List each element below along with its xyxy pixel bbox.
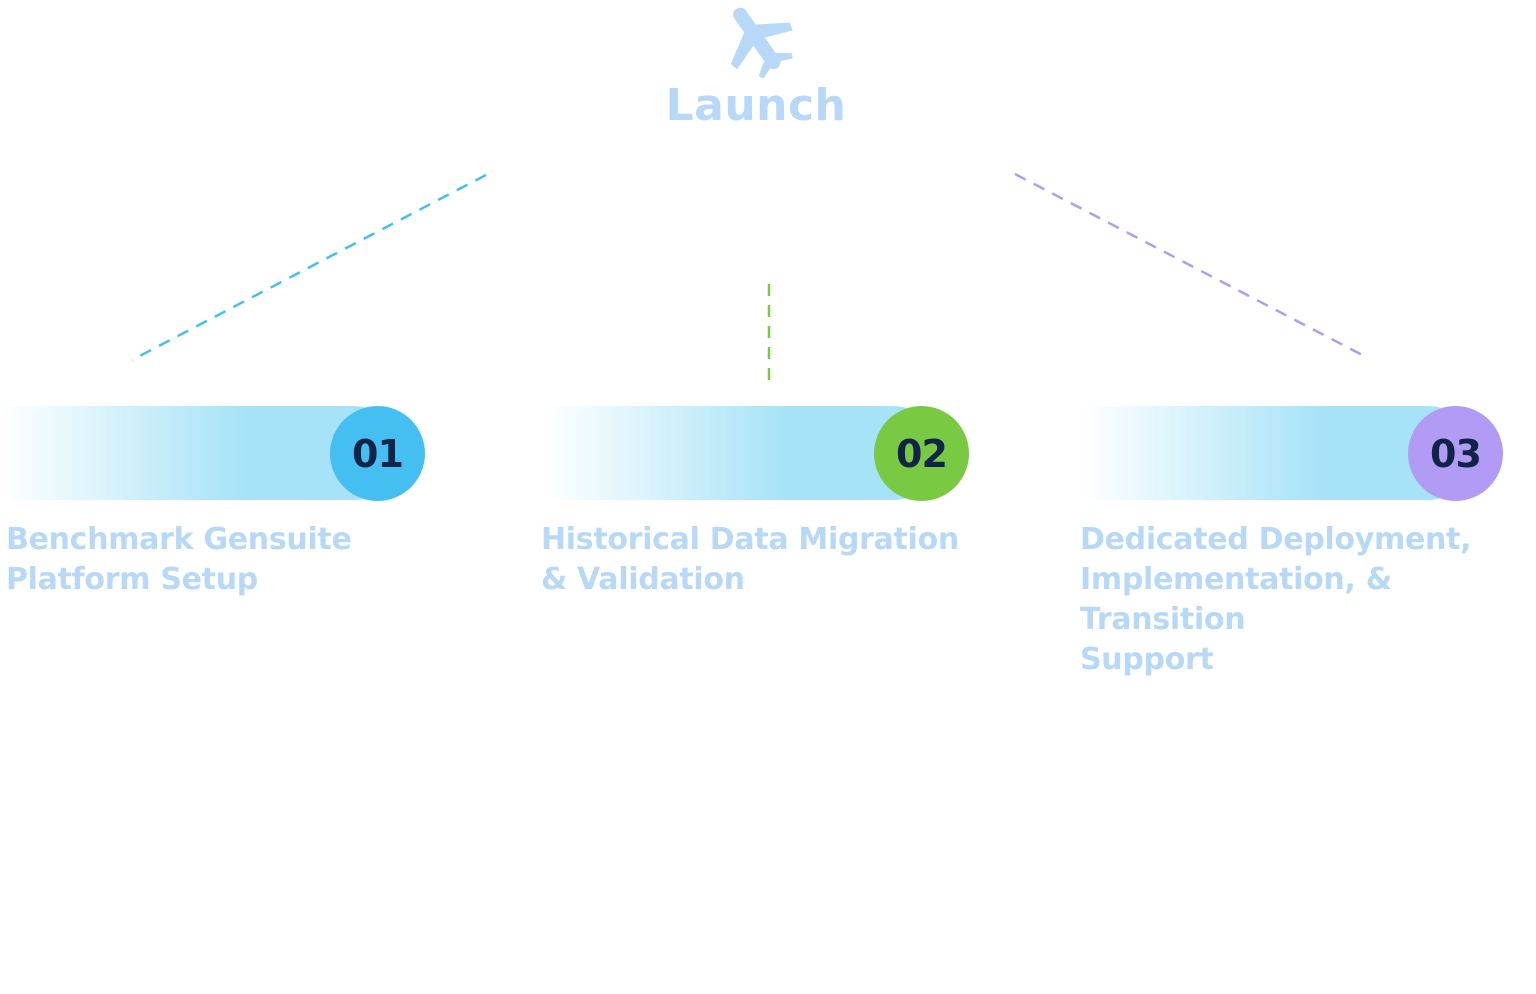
- step-01-label-line2: Platform Setup: [6, 562, 258, 597]
- step-03: 03: [1083, 406, 1505, 502]
- step-03-label-line2: Implementation, & Transition: [1080, 562, 1392, 637]
- step-03-label-line1: Dedicated Deployment,: [1080, 522, 1472, 557]
- connector-line-01: [131, 173, 487, 362]
- step-02-label: Historical Data Migration & Validation: [541, 520, 959, 600]
- connector-lines: [131, 172, 1369, 380]
- launch-title: Launch: [665, 80, 847, 131]
- connector-line-03: [1014, 172, 1369, 360]
- step-01-label: Benchmark Gensuite Platform Setup: [6, 520, 352, 600]
- airplane-icon: [730, 7, 793, 78]
- step-02-number: 02: [896, 431, 948, 476]
- step-02-label-line1: Historical Data Migration: [541, 522, 959, 557]
- step-01-badge: 01: [330, 406, 425, 501]
- step-03-label-line3: Support: [1080, 642, 1214, 677]
- step-01: 01: [0, 406, 426, 502]
- step-02-label-line2: & Validation: [541, 562, 745, 597]
- step-02-badge: 02: [874, 406, 969, 501]
- step-01-label-line1: Benchmark Gensuite: [6, 522, 352, 557]
- step-02: 02: [545, 406, 971, 502]
- step-03-badge: 03: [1408, 406, 1503, 501]
- launch-header: Launch: [0, 0, 1536, 140]
- step-01-number: 01: [352, 431, 404, 476]
- step-03-label: Dedicated Deployment, Implementation, & …: [1080, 520, 1532, 680]
- step-03-number: 03: [1430, 431, 1482, 476]
